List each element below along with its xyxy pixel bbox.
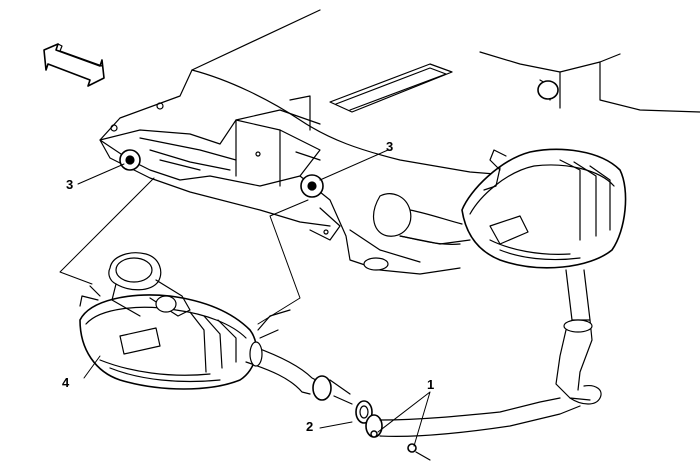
underbody-floor-pan: [99, 9, 700, 275]
callout-1: 1: [427, 377, 435, 392]
callout-3-right: 3: [386, 139, 394, 154]
callout-4: 4: [62, 375, 70, 390]
exhaust-flange: [312, 375, 332, 401]
callout-3-left: 3: [66, 177, 74, 192]
leader-lines: [59, 149, 431, 447]
installed-muffler: [461, 148, 627, 405]
removed-muffler: [79, 252, 581, 461]
callout-2: 2: [306, 419, 314, 434]
front-direction-arrow-icon: [43, 43, 105, 87]
flange-nut: [407, 443, 417, 453]
